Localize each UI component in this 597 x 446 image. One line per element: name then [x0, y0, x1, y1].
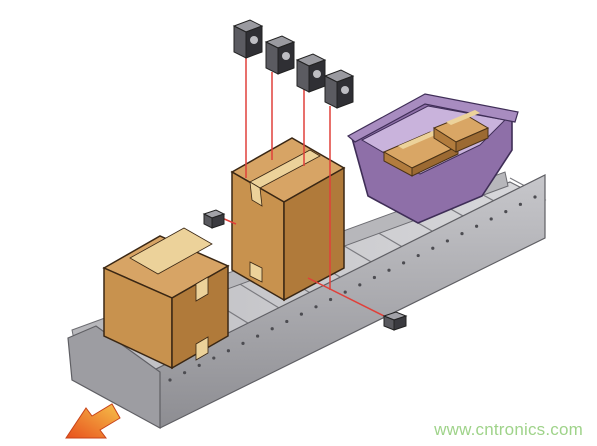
rail-hole	[299, 312, 303, 316]
conveyor-end-plate	[67, 325, 161, 430]
rail-hole	[372, 275, 376, 280]
rail-hole	[475, 224, 479, 228]
rail-hole	[489, 217, 493, 221]
rail-hole	[270, 327, 274, 331]
laser-beams	[221, 56, 389, 319]
rail-hole	[329, 297, 333, 302]
rail-hole	[285, 319, 289, 324]
box-front	[102, 227, 230, 370]
rail-hole	[314, 305, 318, 309]
rail-hole	[387, 268, 391, 272]
sensor-icon	[323, 69, 355, 109]
box-front-side	[171, 264, 229, 370]
rail-hole	[431, 246, 435, 250]
rail-hole	[226, 349, 230, 353]
rail-hole	[343, 290, 347, 294]
rail-hole	[518, 202, 523, 206]
rail-hole	[197, 363, 201, 367]
laser-beam	[307, 277, 389, 319]
rail-hole	[445, 239, 449, 243]
box-front-tape-side-low	[195, 336, 209, 361]
rail-hole	[504, 210, 508, 214]
watermark: www.cntronics.com	[434, 420, 583, 439]
rail-hole	[416, 253, 420, 258]
sensor-icon	[295, 53, 327, 93]
box-front-tape	[129, 227, 213, 275]
box-tall	[230, 137, 346, 302]
box-tall-tape-bottom	[249, 261, 263, 283]
rail-hole	[168, 378, 172, 382]
sensor-icon	[232, 19, 264, 59]
rail-hole	[241, 341, 245, 345]
rail-holes	[168, 195, 537, 382]
rail-hole	[256, 334, 260, 338]
box-front-tape-side	[195, 276, 209, 302]
bin-rim	[346, 93, 519, 143]
sensor-icon	[264, 35, 296, 75]
side-sensor-icon	[382, 311, 408, 331]
rail-hole	[460, 232, 464, 236]
box-tall-tape-front	[249, 181, 263, 207]
box-tall-side	[283, 166, 345, 302]
rail-hole	[402, 261, 406, 265]
rail-hole	[183, 371, 187, 375]
purple-bin	[346, 93, 519, 224]
direction-arrow-icon	[65, 403, 121, 439]
rail-hole	[212, 356, 216, 360]
bin-box	[432, 110, 490, 153]
rail-hole	[533, 195, 537, 199]
rail-hole	[358, 283, 362, 287]
side-sensor-icon	[202, 209, 226, 229]
overhead-sensors	[232, 19, 355, 109]
